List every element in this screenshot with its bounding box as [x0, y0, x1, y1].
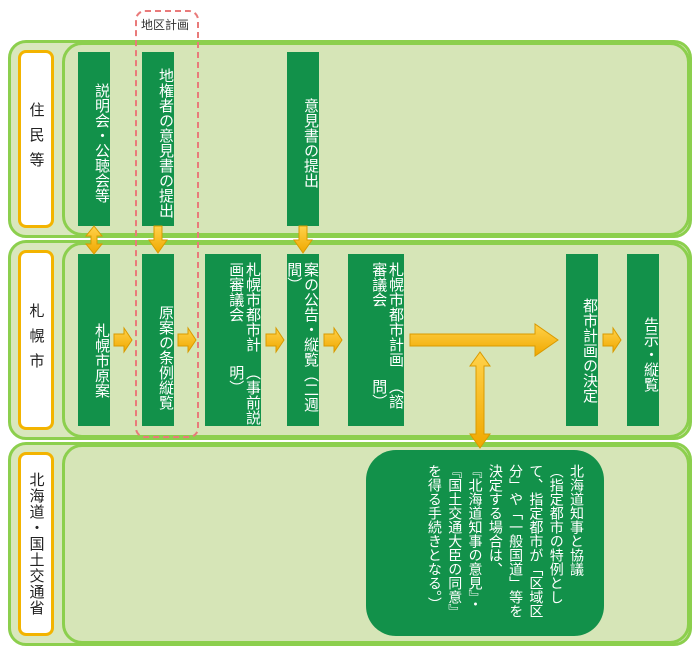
- decision-text: 都市計画の決定: [581, 297, 599, 403]
- right-arrow-6: [602, 326, 622, 354]
- sapporo-draft-text: 札幌市原案: [93, 322, 111, 398]
- lane-label-sapporo: 札幌市: [18, 250, 54, 430]
- landowner-opinion-text: 地権者の意見書の提出: [157, 68, 175, 218]
- double-arrow-briefing-draft: [84, 225, 104, 255]
- public-notice-box: 案の公告・縦覧（二週間）: [285, 254, 320, 426]
- down-arrow-opinion: [293, 225, 313, 254]
- landowner-opinion-box: 地権者の意見書の提出: [142, 52, 175, 226]
- decision-box: 都市計画の決定: [566, 254, 599, 426]
- long-arrow-to-decision: [409, 323, 559, 357]
- council-pre-sub: （事前説明）: [227, 364, 262, 425]
- lane-label-hokkaido: 北海道・国土交通省: [18, 452, 54, 636]
- note-line-2: て、指定都市が「区域区: [527, 464, 544, 618]
- council-pre-title: 札幌市都市計画審議会: [227, 262, 262, 352]
- council-consult-title: 札幌市都市計画審議会: [370, 262, 405, 367]
- ordinance-view-text: 原案の条例縦覧: [157, 304, 175, 410]
- double-arrow-hokkaido: [469, 351, 491, 449]
- note-line-6: 『国土交通大臣の同意』: [446, 464, 463, 618]
- note-line-7: を得る手続きとなる。）: [425, 464, 442, 611]
- lane-label-sapporo-text: 札幌市: [27, 302, 46, 378]
- sapporo-draft-box: 札幌市原案: [78, 254, 111, 426]
- right-arrow-2: [177, 326, 197, 354]
- down-arrow-landowner: [148, 225, 168, 254]
- lane-label-hokkaido-text: 北海道・国土交通省: [27, 472, 46, 616]
- right-arrow-4: [323, 326, 343, 354]
- note-title: 北海道知事と協議: [568, 464, 584, 576]
- district-plan-outline: [135, 10, 199, 438]
- council-consult-box: 札幌市都市計画審議会 （諮問）: [348, 254, 405, 426]
- note-line-3: 分」や「一般国道」等を: [507, 464, 524, 618]
- lane-label-residents: 住民等: [18, 50, 54, 228]
- right-arrow-1: [113, 326, 133, 354]
- right-arrow-3: [265, 326, 285, 354]
- opinion-submission-box: 意見書の提出: [287, 52, 320, 226]
- note-line-5: 『北海道知事の意見』・: [466, 464, 483, 611]
- hokkaido-consult-note: 北海道知事と協議 （指定都市の特例とし て、指定都市が「区域区 分」や「一般国道…: [366, 450, 604, 636]
- note-line-4: 決定する場合は、: [486, 464, 503, 576]
- briefing-box: 説明会・公聴会等: [78, 52, 111, 226]
- public-notice-text: 案の公告・縦覧（二週間）: [285, 262, 320, 412]
- announcement-text: 告示・縦覧: [642, 316, 660, 392]
- council-pre-box: 札幌市都市計画審議会 （事前説明）: [205, 254, 262, 426]
- council-consult-sub: （諮問）: [370, 379, 405, 410]
- lane-label-residents-text: 住民等: [27, 101, 46, 177]
- announcement-box: 告示・縦覧: [627, 254, 660, 426]
- opinion-submission-text: 意見書の提出: [302, 98, 320, 188]
- ordinance-view-box: 原案の条例縦覧: [142, 254, 175, 426]
- briefing-text: 説明会・公聴会等: [93, 83, 111, 203]
- district-plan-label: 地区計画: [138, 16, 193, 33]
- note-line-1: （指定都市の特例とし: [547, 464, 564, 604]
